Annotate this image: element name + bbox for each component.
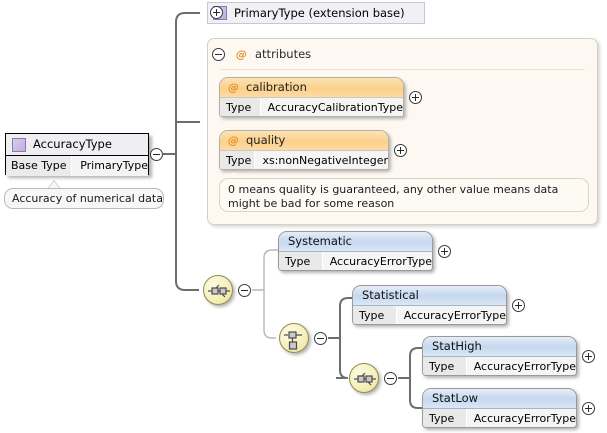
at-symbol-icon: @ [228,81,239,94]
element-statlow-name: StatLow [423,389,576,409]
root-collapse-toggle[interactable] [150,148,163,161]
type-label: Type [220,151,256,169]
element-node-stathigh[interactable]: StatHigh Type AccuracyErrorType [422,336,577,376]
sequence-icon [354,372,376,386]
element-systematic-expand-toggle[interactable] [438,245,451,258]
root-doc-tail-icon [48,181,60,189]
type-value: xs:nonNegativeInteger [255,151,388,169]
base-type-reference-node[interactable]: PrimaryType (extension base) [207,2,425,24]
attribute-node-quality[interactable]: @ quality Type xs:nonNegativeInteger [219,130,389,170]
root-basetype-value: PrimaryType [72,156,148,176]
type-value: AccuracyErrorType [466,357,576,375]
type-label: Type [423,409,467,427]
root-documentation: Accuracy of numerical data [4,188,164,209]
compositor-choice-1-toggle[interactable] [314,332,327,345]
type-value: AccuracyErrorType [322,252,432,270]
quality-annotation: 0 means quality is guaranteed, any other… [219,178,589,212]
attribute-quality-type-row: Type xs:nonNegativeInteger [220,151,388,169]
type-value: AccuracyCalibrationType [260,98,403,116]
compositor-choice-1[interactable] [279,323,309,353]
type-value: AccuracyErrorType [466,409,576,427]
element-node-systematic[interactable]: Systematic Type AccuracyErrorType [278,231,433,271]
element-node-statlow[interactable]: StatLow Type AccuracyErrorType [422,388,577,428]
element-systematic-type-row: Type AccuracyErrorType [279,252,432,270]
compositor-sequence-2-toggle[interactable] [384,372,397,385]
type-label: Type [220,98,261,116]
type-value: AccuracyErrorType [396,306,506,324]
root-basetype-row: Base Type PrimaryType [6,156,148,176]
element-statlow-expand-toggle[interactable] [582,402,595,415]
element-stathigh-expand-toggle[interactable] [582,350,595,363]
base-type-reference-label: PrimaryType (extension base) [234,6,405,20]
element-statlow-type-row: Type AccuracyErrorType [423,409,576,427]
attributes-header: @ attributes [208,43,597,65]
attribute-calibration-expand-toggle[interactable] [409,91,422,104]
attribute-calibration-type-row: Type AccuracyCalibrationType [220,98,403,116]
element-stathigh-type-row: Type AccuracyErrorType [423,357,576,375]
element-statistical-type-row: Type AccuracyErrorType [353,306,506,324]
attribute-quality-expand-toggle[interactable] [394,144,407,157]
attribute-calibration-header: @ calibration [220,78,403,98]
choice-icon [284,331,302,350]
attributes-label: attributes [255,47,312,61]
complextype-icon [12,137,26,152]
compositor-sequence-1-toggle[interactable] [238,284,251,297]
root-complextype-node[interactable]: AccuracyType Base Type PrimaryType [5,133,149,176]
element-statistical-expand-toggle[interactable] [512,299,525,312]
root-name: AccuracyType [33,137,112,151]
element-node-statistical[interactable]: Statistical Type AccuracyErrorType [352,285,507,325]
sequence-icon [208,284,230,298]
compositor-sequence-2[interactable] [349,363,379,393]
element-systematic-name: Systematic [279,232,432,252]
attributes-divider [220,69,585,70]
type-label: Type [279,252,323,270]
type-label: Type [423,357,467,375]
at-symbol-icon: @ [228,134,239,147]
compositor-sequence-1[interactable] [203,275,233,305]
element-stathigh-name: StatHigh [423,337,576,357]
quality-annotation-tail-icon [228,172,240,179]
root-basetype-label: Base Type [6,156,73,176]
attribute-quality-header: @ quality [220,131,388,151]
attribute-quality-name: quality [246,133,286,147]
root-title-row: AccuracyType [6,134,148,156]
element-statistical-name: Statistical [353,286,506,306]
attributes-collapse-toggle[interactable] [212,48,225,61]
attribute-calibration-name: calibration [246,80,307,94]
type-label: Type [353,306,397,324]
at-symbol-icon: @ [236,47,247,61]
attribute-node-calibration[interactable]: @ calibration Type AccuracyCalibrationTy… [219,77,404,117]
base-type-expand-toggle[interactable] [210,6,223,19]
